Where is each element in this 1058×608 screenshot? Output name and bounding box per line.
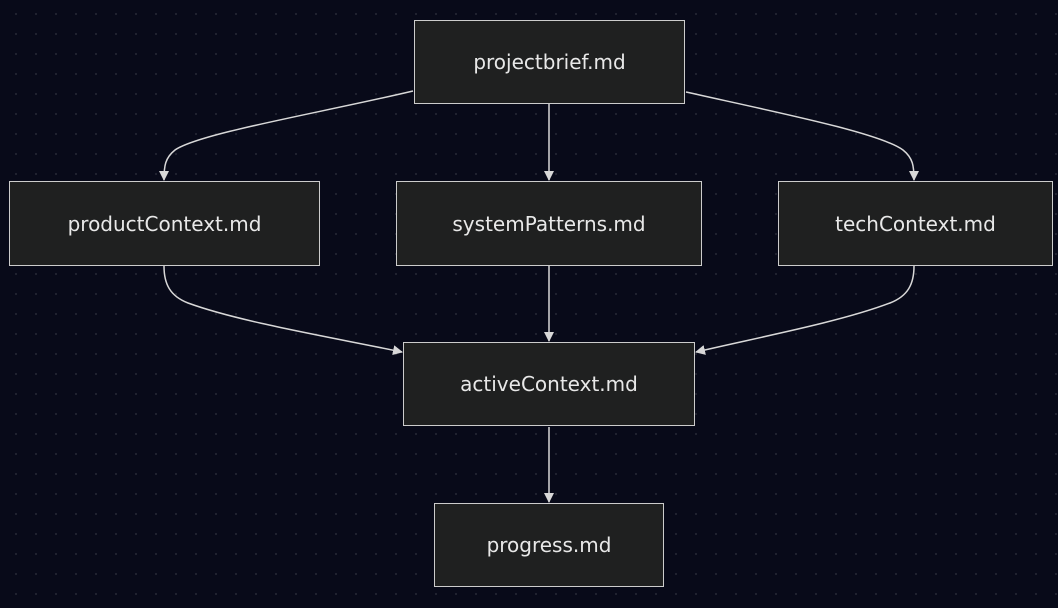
node-label: progress.md [486,533,612,557]
node-label: projectbrief.md [473,50,626,74]
node-label: activeContext.md [460,372,638,396]
edge-productcontext-to-activecontext [163,265,403,356]
node-progress[interactable]: progress.md [434,503,664,587]
node-productcontext[interactable]: productContext.md [9,181,320,266]
node-label: productContext.md [67,211,262,236]
edge-techcontext-to-activecontext [695,265,915,355]
node-label: systemPatterns.md [452,211,646,236]
node-activecontext[interactable]: activeContext.md [403,342,695,426]
edge-projectbrief-to-productcontext [159,90,414,181]
node-projectbrief[interactable]: projectbrief.md [414,20,685,104]
node-systempatterns[interactable]: systemPatterns.md [396,181,702,266]
node-label: techContext.md [835,211,996,236]
node-techcontext[interactable]: techContext.md [778,181,1053,266]
edge-projectbrief-to-techcontext [685,91,919,181]
